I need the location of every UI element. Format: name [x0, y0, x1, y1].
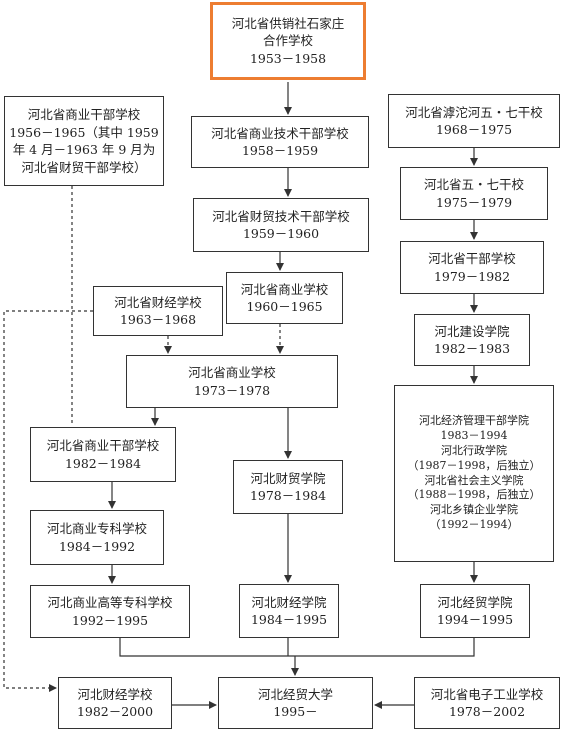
dash-fin-econ-1963-to-fin-econ-school [3, 310, 93, 692]
node-econ-mgmt-l7: 河北乡镇企业学院 [430, 503, 518, 517]
node-construction-name: 河北建设学院 [434, 323, 510, 339]
node-econ-mgmt-l6: （1988－1998，后独立） [407, 488, 541, 502]
node-caimao-college-name: 河北财贸学院 [250, 470, 326, 486]
node-caijing-college-name: 河北财经学院 [251, 594, 327, 610]
node-wuqi-name: 河北省五・七干校 [423, 177, 524, 192]
merge-line [119, 638, 475, 657]
node-econ-mgmt: 河北经济管理干部学院 1983－1994 河北行政学院 （1987－1998，后… [394, 385, 554, 562]
node-coop: 河北省供销社石家庄 合作学校 1953－1958 [210, 2, 366, 80]
node-jingmao-college-name: 河北经贸学院 [437, 594, 513, 610]
node-jingmao-college-years: 1994－1995 [436, 612, 514, 627]
node-vocational-name: 河北商业专科学校 [46, 521, 147, 536]
node-jingmao-college: 河北经贸学院 1994－1995 [420, 584, 530, 638]
node-hutuo-name: 河北省滹沱河五・七干校 [405, 104, 543, 120]
node-econ-mgmt-l1: 河北经济管理干部学院 [419, 414, 529, 428]
node-tech-cadre-name: 河北省商业技术干部学校 [211, 125, 349, 141]
node-econ-mgmt-l4: （1987－1998，后独立） [407, 458, 541, 472]
node-caijing-college-years: 1984－1995 [250, 612, 328, 627]
node-econ-mgmt-l2: 1983－1994 [440, 428, 508, 442]
node-higher-vocational-years: 1992－1995 [71, 612, 149, 628]
node-cadre-1982-years: 1982－1984 [64, 455, 142, 471]
node-cadre-1956-line3: 年 4 月－1963 年 9 月为 [12, 142, 156, 157]
node-hutuo: 河北省滹沱河五・七干校 1968－1975 [388, 94, 560, 148]
node-hutuo-years: 1968－1975 [435, 122, 513, 137]
node-cadre-1982: 河北省商业干部学校 1982－1984 [30, 427, 176, 482]
node-cadre-school-years: 1979－1982 [433, 268, 511, 284]
node-commerce-1973: 河北省商业学校 1973－1978 [126, 355, 338, 408]
node-construction: 河北建设学院 1982－1983 [414, 314, 530, 366]
node-cadre-1956-line1: 河北省商业干部学校 [27, 107, 141, 122]
node-university: 河北经贸大学 1995－ [218, 677, 373, 729]
node-cadre-1956: 河北省商业干部学校 1956－1965（其中 1959 年 4 月－1963 年… [4, 96, 164, 186]
node-fin-econ-1963-years: 1963－1968 [119, 312, 197, 327]
node-commerce-1960: 河北省商业学校 1960－1965 [226, 272, 343, 324]
node-university-name: 河北经贸大学 [257, 686, 333, 702]
node-fin-econ-1963: 河北省财经学校 1963－1968 [93, 286, 223, 336]
node-cadre-1956-line2: 1956－1965（其中 1959 [9, 124, 159, 140]
node-fin-tech-years: 1959－1960 [242, 226, 320, 241]
node-tech-cadre-years: 1958－1959 [241, 143, 319, 158]
node-caijing-college: 河北财经学院 1984－1995 [239, 584, 339, 638]
node-cadre-1956-line4: 河北省财贸干部学校） [21, 159, 147, 175]
node-wuqi: 河北省五・七干校 1975－1979 [400, 167, 548, 220]
node-fin-econ-school: 河北财经学校 1982－2000 [58, 677, 172, 729]
node-vocational: 河北商业专科学校 1984－1992 [30, 510, 164, 565]
node-fin-econ-1963-name: 河北省财经学校 [114, 294, 202, 310]
node-commerce-1960-name: 河北省商业学校 [240, 281, 329, 297]
node-commerce-1960-years: 1960－1965 [246, 299, 323, 314]
node-electronics-years: 1978－2002 [448, 704, 526, 719]
node-higher-vocational: 河北商业高等专科学校 1992－1995 [30, 585, 190, 638]
node-vocational-years: 1984－1992 [58, 538, 136, 554]
node-cadre-school: 河北省干部学校 1979－1982 [400, 241, 544, 294]
node-university-years: 1995－ [273, 704, 318, 719]
node-fin-tech-name: 河北省财贸技术干部学校 [212, 208, 350, 224]
node-tech-cadre: 河北省商业技术干部学校 1958－1959 [191, 116, 369, 168]
node-higher-vocational-name: 河北商业高等专科学校 [47, 595, 173, 610]
node-commerce-1973-years: 1973－1978 [193, 382, 271, 398]
node-coop-name2: 合作学校 [262, 33, 313, 49]
node-coop-years: 1953－1958 [249, 50, 327, 66]
node-fin-tech: 河北省财贸技术干部学校 1959－1960 [193, 198, 369, 252]
node-caimao-college: 河北财贸学院 1978－1984 [233, 460, 343, 514]
node-econ-mgmt-l5: 河北省社会主义学院 [424, 473, 524, 487]
node-coop-name: 河北省供销社石家庄 [231, 15, 345, 31]
node-electronics-name: 河北省电子工业学校 [430, 686, 544, 702]
node-caimao-college-years: 1978－1984 [249, 488, 327, 503]
node-construction-years: 1982－1983 [433, 341, 511, 356]
node-electronics: 河北省电子工业学校 1978－2002 [414, 677, 560, 729]
node-wuqi-years: 1975－1979 [435, 194, 513, 210]
node-fin-econ-school-years: 1982－2000 [76, 704, 154, 719]
node-econ-mgmt-l8: （1992－1994） [429, 518, 519, 532]
node-commerce-1973-name: 河北省商业学校 [188, 365, 276, 380]
node-cadre-school-name: 河北省干部学校 [428, 251, 516, 266]
node-cadre-1982-name: 河北省商业干部学校 [46, 438, 160, 453]
node-econ-mgmt-l3: 河北行政学院 [441, 443, 507, 457]
node-fin-econ-school-name: 河北财经学校 [77, 686, 153, 702]
